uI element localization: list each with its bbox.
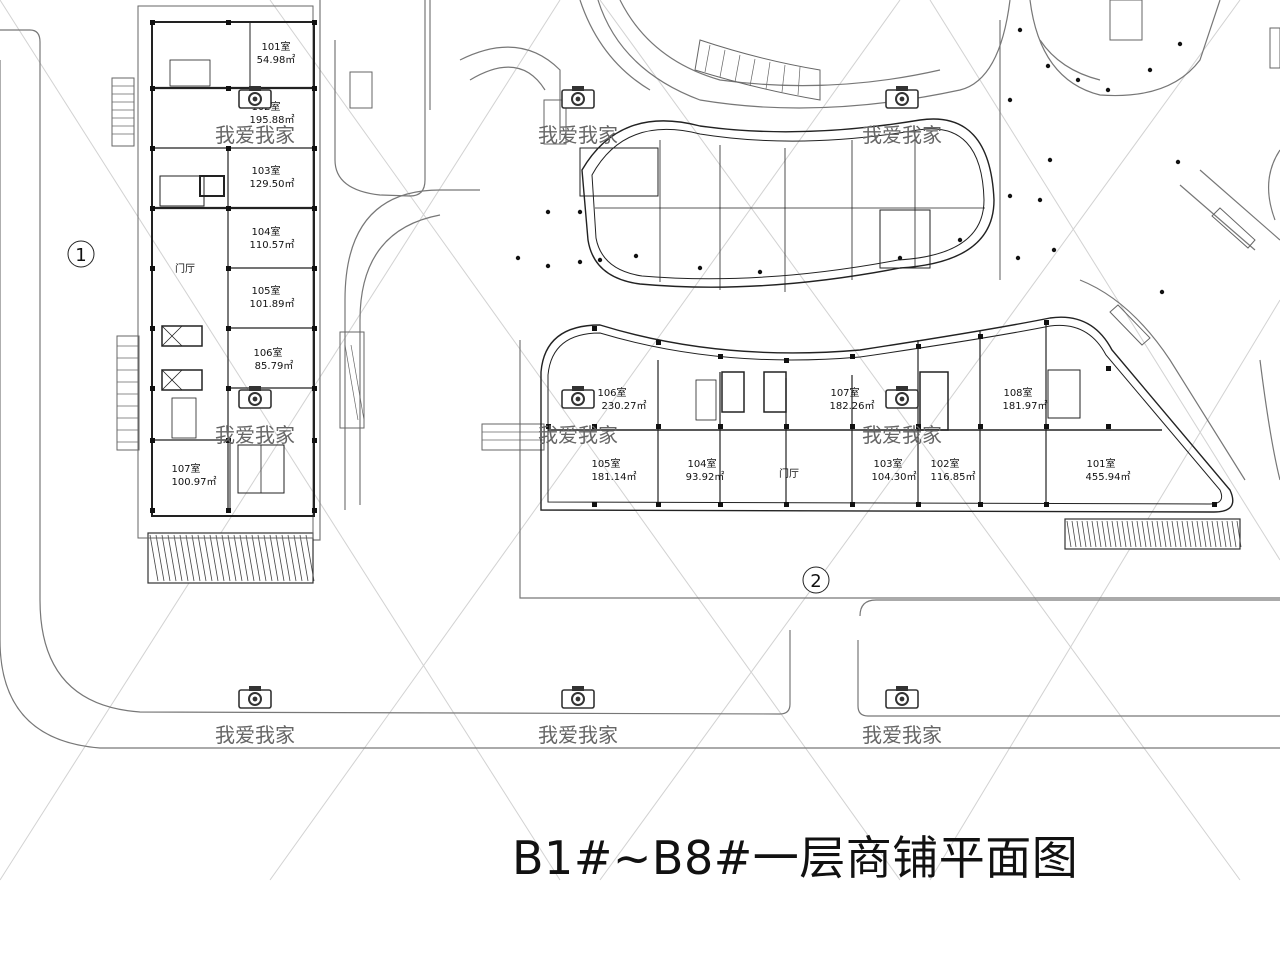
camera-icon — [561, 686, 595, 709]
room-name: 104室 — [687, 457, 716, 470]
page-title: B1#~B8#一层商铺平面图 — [512, 831, 1079, 885]
camera-icon — [561, 386, 595, 409]
watermark: 我爱我家 — [862, 686, 942, 747]
room-name: 107室 — [171, 462, 200, 475]
watermark: 我爱我家 — [215, 386, 295, 447]
room-name: 106室 — [597, 386, 626, 399]
watermark-text: 我爱我家 — [538, 723, 618, 747]
marker-2: 2 — [802, 566, 830, 594]
room-area: 455.94㎡ — [1086, 471, 1131, 483]
room-name: 103室 — [873, 457, 902, 470]
room-name: 106室 — [253, 346, 282, 359]
room-area: 100.97㎡ — [172, 476, 217, 488]
parking-hatch-left — [149, 534, 315, 582]
room-area: 54.98㎡ — [257, 54, 296, 66]
room-name: 105室 — [251, 284, 280, 297]
left-room-labels: 101室 54.98㎡ 102室 195.88㎡ 103室 129.50㎡ 10… — [171, 40, 295, 488]
camera-icon — [885, 686, 919, 709]
marker-2-label: 2 — [810, 571, 821, 592]
camera-icon — [561, 86, 595, 109]
room-name: 101室 — [261, 40, 290, 53]
site-roads — [0, 0, 1280, 749]
lobby-label: 门厅 — [779, 467, 799, 480]
watermark: 我爱我家 — [862, 386, 942, 447]
watermark-text: 我爱我家 — [538, 123, 618, 147]
watermark: 我爱我家 — [215, 86, 295, 147]
room-area: 93.92㎡ — [686, 471, 725, 483]
lobby-label: 门厅 — [175, 262, 195, 275]
watermark-text: 我爱我家 — [215, 423, 295, 447]
watermark: 我爱我家 — [538, 686, 618, 747]
watermarks: 我爱我家我爱我家我爱我家我爱我家我爱我家我爱我家我爱我家我爱我家我爱我家 — [215, 86, 942, 747]
room-area: 182.26㎡ — [830, 400, 875, 412]
marker-1-label: 1 — [75, 245, 86, 266]
room-area: 104.30㎡ — [872, 471, 917, 483]
room-area: 181.97㎡ — [1003, 400, 1048, 412]
room-name: 105室 — [591, 457, 620, 470]
camera-icon — [885, 386, 919, 409]
parking-bands — [147, 518, 1241, 584]
watermark-text: 我爱我家 — [215, 123, 295, 147]
room-name: 108室 — [1003, 386, 1032, 399]
watermark-text: 我爱我家 — [215, 723, 295, 747]
room-area: 110.57㎡ — [250, 239, 295, 251]
building-left — [137, 5, 315, 539]
watermark-lattice — [0, 0, 1280, 881]
camera-icon — [238, 686, 272, 709]
watermark-text: 我爱我家 — [862, 723, 942, 747]
room-name: 101室 — [1086, 457, 1115, 470]
room-area: 116.85㎡ — [931, 471, 976, 483]
building-right — [540, 316, 1234, 513]
room-name: 107室 — [830, 386, 859, 399]
parking-hatch-right — [1066, 520, 1242, 548]
camera-icon — [238, 386, 272, 409]
watermark-text: 我爱我家 — [862, 123, 942, 147]
camera-icon — [238, 86, 272, 109]
watermark: 我爱我家 — [215, 686, 295, 747]
right-room-labels: 106室 230.27㎡ 105室 181.14㎡ 104室 93.92㎡ 10… — [591, 386, 1130, 483]
room-name: 103室 — [251, 164, 280, 177]
watermark-text: 我爱我家 — [862, 423, 942, 447]
room-area: 230.27㎡ — [602, 400, 647, 412]
building-top-curved — [579, 118, 995, 292]
room-area: 101.89㎡ — [250, 298, 295, 310]
site-dots — [515, 27, 1183, 295]
room-name: 102室 — [930, 457, 959, 470]
columns-right — [546, 320, 1217, 507]
room-area: 129.50㎡ — [250, 178, 295, 190]
marker-1: 1 — [67, 240, 95, 268]
room-area: 85.79㎡ — [255, 360, 294, 372]
room-name: 104室 — [251, 225, 280, 238]
watermark: 我爱我家 — [862, 86, 942, 147]
watermark: 我爱我家 — [538, 386, 618, 447]
ramp-hatches — [111, 0, 1280, 451]
watermark: 我爱我家 — [538, 86, 618, 147]
watermark-text: 我爱我家 — [538, 423, 618, 447]
room-area: 181.14㎡ — [592, 471, 637, 483]
room-area: 195.88㎡ — [250, 114, 295, 126]
camera-icon — [885, 86, 919, 109]
columns-left — [150, 20, 317, 513]
ramp-hatch-lines — [112, 44, 801, 443]
